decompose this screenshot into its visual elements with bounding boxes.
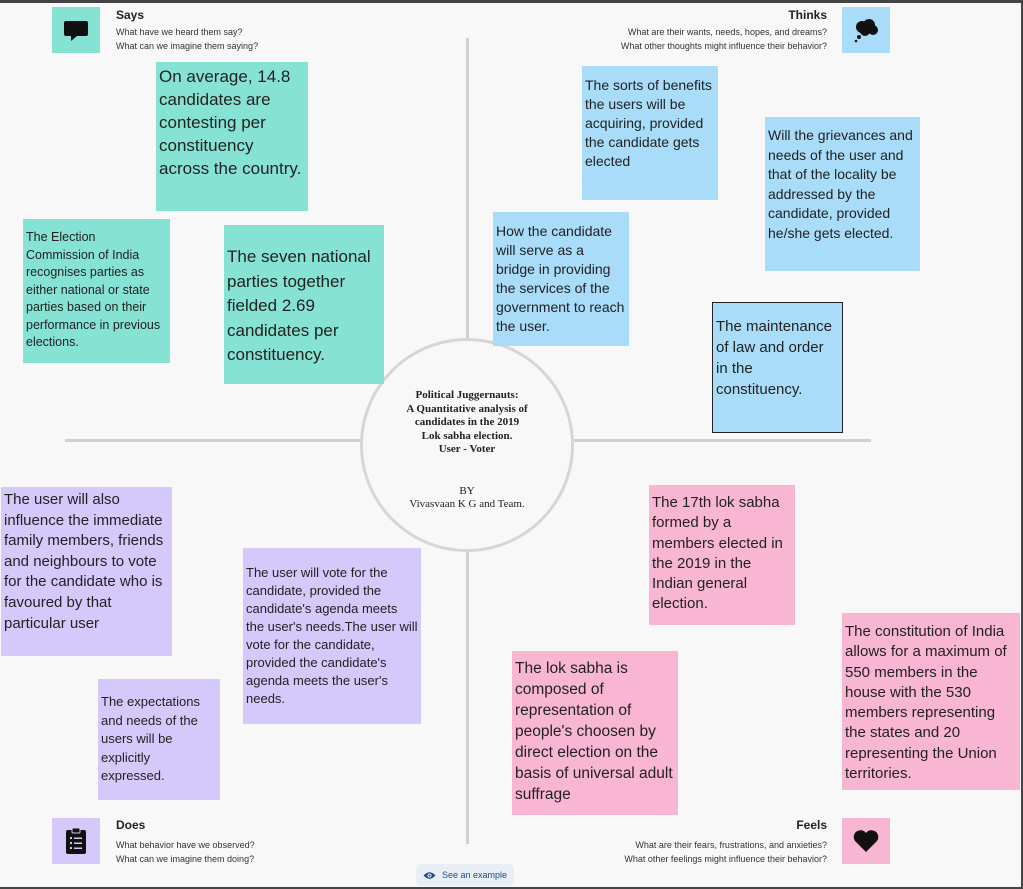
says-subtitle-line: What have we heard them say? — [116, 27, 243, 37]
sticky-note[interactable]: The 17th lok sabha formed by a members e… — [649, 485, 795, 625]
says-subtitle: What have we heard them say? What can we… — [116, 25, 258, 53]
center-byline: BY Vivasvaan K G and Team. — [373, 485, 561, 511]
sticky-note[interactable]: How the candidate will serve as a bridge… — [493, 212, 629, 346]
thinks-subtitle: What are their wants, needs, hopes, and … — [621, 25, 827, 53]
sticky-note[interactable]: The user will vote for the candidate, pr… — [243, 548, 421, 724]
sticky-note[interactable]: The Election Commission of India recogni… — [23, 219, 170, 363]
says-title: Says — [116, 8, 145, 22]
does-subtitle: What behavior have we observed? What can… — [116, 838, 255, 866]
see-example-label: See an example — [441, 870, 508, 880]
center-title-line: Lok sabha election. — [421, 429, 513, 442]
clipboard-icon — [66, 827, 86, 854]
thinks-title: Thinks — [788, 8, 827, 22]
see-example-button[interactable]: See an example — [416, 864, 514, 886]
right-border — [1021, 0, 1023, 889]
feels-subtitle-line: What are their fears, frustrations, and … — [635, 840, 827, 850]
vertical-axis-bottom — [466, 552, 469, 844]
sticky-note[interactable]: The seven national parties together fiel… — [224, 225, 384, 384]
horizontal-axis-left — [65, 439, 360, 442]
sticky-note[interactable]: The expectations and needs of the users … — [98, 679, 220, 800]
center-title-line: Political Juggernauts: — [415, 389, 519, 401]
sticky-note[interactable]: The lok sabha is composed of representat… — [512, 651, 678, 815]
horizontal-axis-right — [574, 439, 871, 442]
speech-bubble-icon — [64, 21, 88, 41]
center-title-line: A Quantitative analysis of — [406, 402, 528, 415]
feels-title: Feels — [796, 818, 827, 832]
does-icon-box — [52, 818, 100, 864]
thinks-subtitle-line: What are their wants, needs, hopes, and … — [627, 27, 827, 37]
thinks-icon-box — [842, 7, 890, 53]
top-border — [0, 0, 1023, 3]
thinks-subtitle-line: What other thoughts might influence thei… — [620, 41, 827, 51]
sticky-note[interactable]: The user will also influence the immedia… — [1, 487, 172, 656]
sticky-note[interactable]: The maintenance of law and order in the … — [712, 302, 843, 433]
authors-label: Vivasvaan K G and Team. — [409, 498, 525, 510]
bottom-border — [0, 887, 1023, 889]
feels-icon-box — [842, 818, 890, 864]
says-subtitle-line: What can we imagine them saying? — [116, 41, 259, 51]
center-title: Political Juggernauts: A Quantitative an… — [373, 389, 561, 457]
feels-subtitle: What are their fears, frustrations, and … — [624, 838, 827, 866]
vertical-axis-top — [466, 38, 469, 338]
sticky-note[interactable]: The sorts of benefits the users will be … — [582, 66, 718, 200]
feels-subtitle-line: What other feelings might influence thei… — [624, 854, 827, 864]
by-label: BY — [459, 485, 475, 497]
does-subtitle-line: What can we imagine them doing? — [116, 854, 255, 864]
does-subtitle-line: What behavior have we observed? — [116, 840, 255, 850]
eye-icon — [423, 871, 436, 879]
sticky-note[interactable]: The constitution of India allows for a m… — [842, 613, 1020, 790]
sticky-note[interactable]: Will the grievances and needs of the use… — [765, 117, 920, 271]
center-title-line: User - Voter — [438, 443, 496, 455]
sticky-note[interactable]: On average, 14.8 candidates are contesti… — [156, 62, 308, 211]
says-icon-box — [52, 7, 100, 53]
center-circle: Political Juggernauts: A Quantitative an… — [360, 338, 574, 552]
does-title: Does — [116, 818, 146, 832]
center-title-line: candidates in the 2019 — [414, 416, 520, 428]
thought-cloud-icon — [854, 19, 878, 43]
heart-icon — [853, 830, 879, 852]
